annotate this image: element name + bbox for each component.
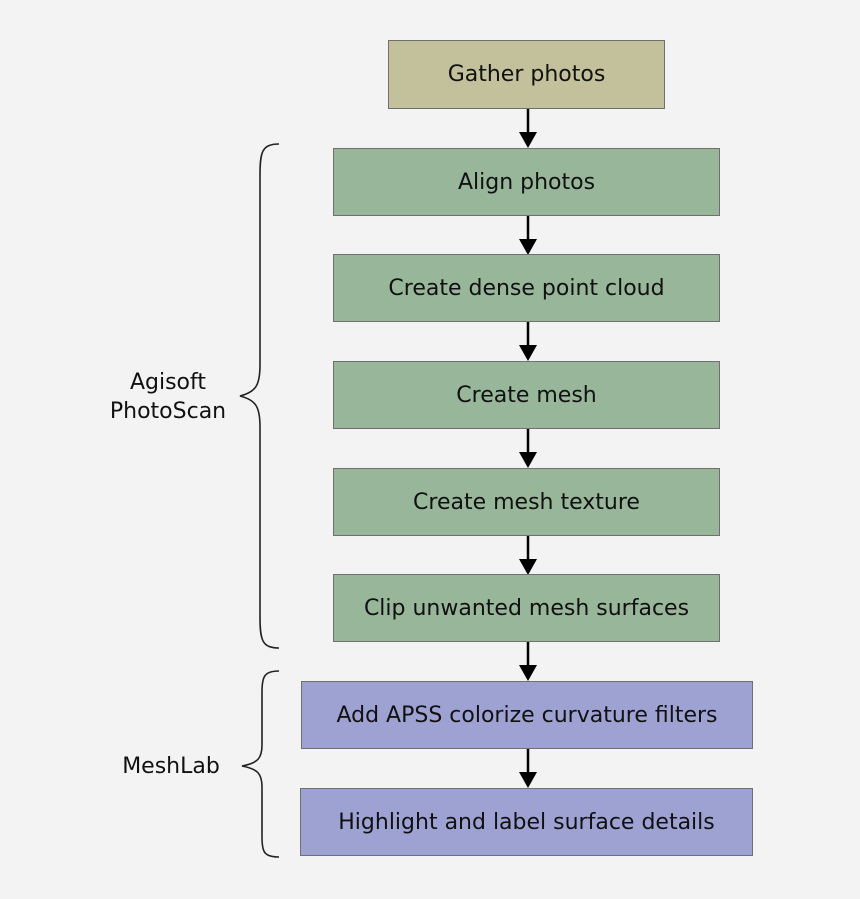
step-create-mesh-texture: Create mesh texture — [333, 468, 720, 536]
step-highlight-and-label-surface-details: Highlight and label surface details — [300, 788, 753, 856]
arrowhead-apss-to-highlight — [519, 772, 537, 788]
step-label: Add APSS colorize curvature filters — [336, 702, 718, 728]
group-label-meshlab: MeshLab — [106, 752, 236, 781]
group-label-line: Agisoft — [129, 370, 207, 395]
group-label-line: MeshLab — [122, 754, 220, 779]
step-create-dense-point-cloud: Create dense point cloud — [333, 254, 720, 322]
step-label: Clip unwanted mesh surfaces — [363, 595, 690, 621]
group-label-agisoft-photoscan: Agisoft PhotoScan — [96, 368, 240, 426]
step-label: Create mesh — [456, 382, 597, 408]
arrowhead-align-to-dense — [519, 239, 537, 255]
step-add-apss-colorize-curvature-filters: Add APSS colorize curvature filters — [301, 681, 753, 749]
arrowhead-mesh-to-texture — [519, 452, 537, 468]
step-clip-unwanted-mesh-surfaces: Clip unwanted mesh surfaces — [333, 574, 720, 642]
brace-meshlab — [241, 670, 280, 858]
arrowhead-dense-to-mesh — [519, 345, 537, 361]
step-gather-photos: Gather photos — [388, 40, 665, 109]
step-align-photos: Align photos — [333, 148, 720, 216]
arrowhead-texture-to-clip — [519, 559, 537, 575]
group-label-line: PhotoScan — [109, 399, 227, 424]
step-create-mesh: Create mesh — [333, 361, 720, 429]
brace-agisoft-photoscan — [239, 143, 280, 649]
step-label: Highlight and label surface details — [338, 809, 715, 835]
step-label: Create dense point cloud — [388, 275, 665, 301]
step-label: Gather photos — [447, 62, 606, 87]
arrowhead-gather-to-align — [519, 132, 537, 148]
step-label: Align photos — [457, 169, 596, 195]
arrowhead-clip-to-apss — [519, 665, 537, 681]
step-label: Create mesh texture — [413, 489, 640, 515]
